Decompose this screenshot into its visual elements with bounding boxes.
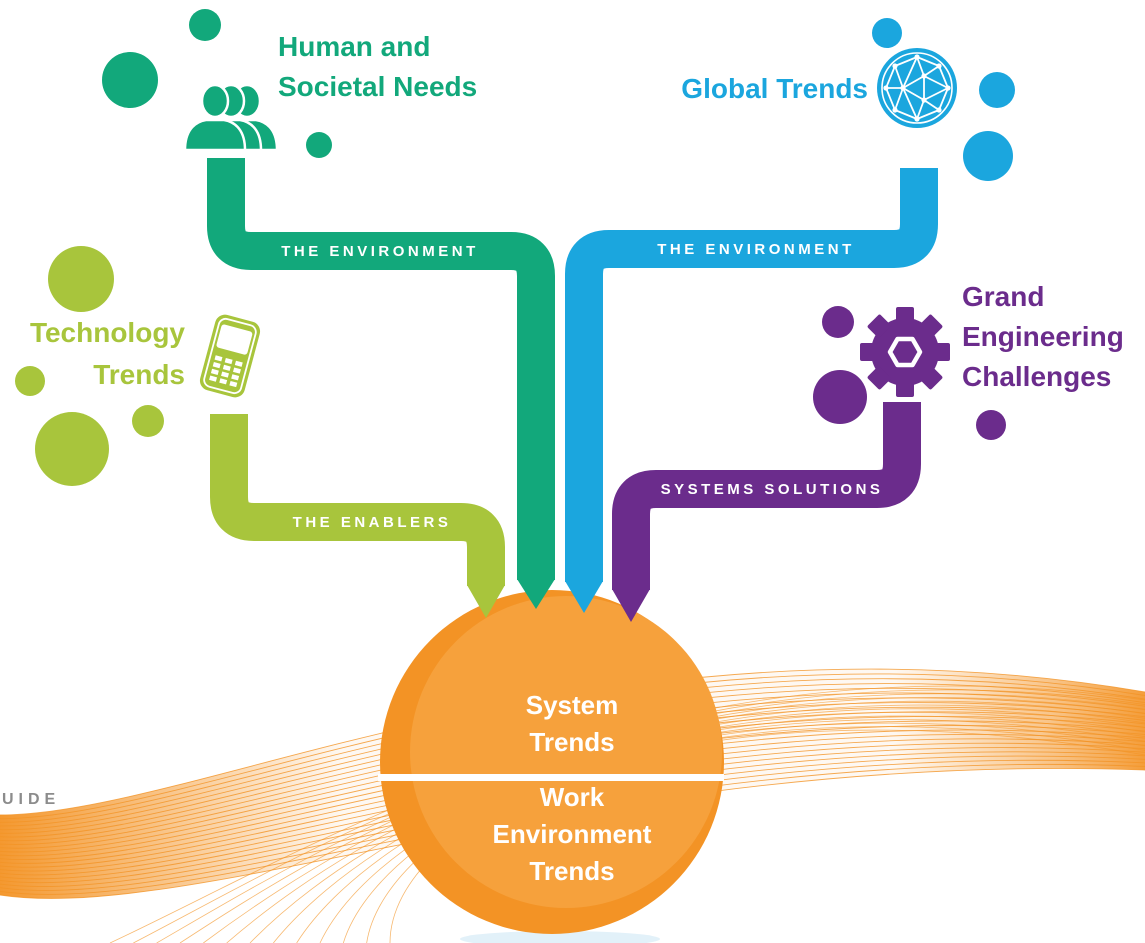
network-node: [945, 85, 951, 91]
network-node: [936, 63, 942, 69]
global-trends-flow-label: THE ENVIRONMENT: [657, 241, 855, 258]
gear-hexagon: [887, 336, 923, 368]
grand-challenges-flow-pipe: [612, 402, 921, 590]
technology-trends-dot: [132, 405, 164, 437]
center-circle-inner: [410, 596, 722, 908]
network-node: [900, 85, 906, 91]
global-trends-dots: [872, 18, 1015, 181]
gear-tooth: [867, 366, 891, 390]
gear-tooth: [867, 314, 891, 338]
person-silhouette-head: [200, 83, 230, 119]
globe-network-links: [886, 56, 949, 120]
circle-shadow-glow: [460, 931, 660, 943]
global-trends-dot: [872, 18, 902, 48]
technology-trends-dot: [15, 366, 45, 396]
grand-challenges-dots: [813, 306, 1006, 440]
network-node: [883, 85, 889, 91]
global-trends-dot: [979, 72, 1015, 108]
gear-tooth: [860, 343, 877, 361]
grand-challenges-title-line-2: Engineering: [962, 321, 1124, 352]
global-trends-flow-pipe: [565, 168, 938, 582]
grand-challenges-dot: [813, 370, 867, 424]
grand-challenges-title: Grand Engineering Challenges: [962, 281, 1124, 392]
globe-network-nodes: [883, 54, 951, 122]
technology-trends-dot: [35, 412, 109, 486]
human-needs-title-line-1: Human and: [278, 31, 430, 62]
grand-challenges-title-line-3: Challenges: [962, 361, 1111, 392]
network-node: [921, 73, 927, 79]
human-needs-flow: THE ENVIRONMENT: [207, 158, 555, 609]
work-environment-label-line-2: Environment: [493, 819, 652, 849]
network-node: [892, 63, 898, 69]
network-node: [892, 107, 898, 113]
technology-trends-dot: [48, 246, 114, 312]
person-silhouette-body: [183, 118, 247, 152]
margin-cropped-text: UIDE: [2, 791, 60, 808]
grand-challenges-title-line-1: Grand: [962, 281, 1044, 312]
technology-trends-flow-arrow: [467, 585, 505, 618]
phone-keypad: [209, 355, 243, 388]
grand-challenges-flow: SYSTEMS SOLUTIONS: [612, 402, 921, 622]
network-node: [921, 97, 927, 103]
mobile-phone-icon: [199, 314, 261, 398]
globe-rim: [881, 52, 953, 124]
global-trends-dot: [963, 131, 1013, 181]
technology-trends-title-line-2: Trends: [93, 359, 185, 390]
human-needs-dots: [102, 9, 332, 158]
phone-inner-outline: [203, 317, 257, 395]
human-needs-flow-label: THE ENVIRONMENT: [281, 243, 479, 260]
human-needs-flow-arrow: [517, 579, 555, 609]
center-divider: [378, 774, 724, 781]
phone-screen: [216, 324, 253, 355]
gear-tooth: [933, 343, 950, 361]
work-environment-label-line-3: Trends: [529, 856, 614, 886]
system-trends-label-line-2: Trends: [529, 727, 614, 757]
technology-trends-flow-pipe: [210, 414, 505, 586]
network-node: [914, 116, 920, 122]
network-node: [936, 107, 942, 113]
grand-challenges-flow-label: SYSTEMS SOLUTIONS: [661, 481, 884, 498]
network-node: [914, 54, 920, 60]
human-needs-title-line-2: Societal Needs: [278, 71, 477, 102]
people-icon: [183, 83, 279, 152]
grand-challenges-dot: [822, 306, 854, 338]
gear-body: [871, 318, 939, 386]
global-trends-title-line-1: Global Trends: [681, 73, 868, 104]
global-trends-flow-arrow: [565, 581, 603, 613]
global-trends-flow: THE ENVIRONMENT: [565, 168, 938, 613]
grand-challenges-dot: [976, 410, 1006, 440]
human-needs-dot: [189, 9, 221, 41]
human-needs-dot: [102, 52, 158, 108]
work-environment-label-line-1: Work: [540, 782, 605, 812]
technology-trends-dots: [15, 246, 164, 486]
technology-trends-flow-label: THE ENABLERS: [293, 514, 452, 531]
system-trends-circle: System Trends Work Environment Trends: [378, 590, 724, 934]
technology-trends-flow: THE ENABLERS: [210, 414, 505, 618]
human-needs-title: Human and Societal Needs: [278, 31, 477, 102]
gear-icon: [860, 307, 950, 397]
globe-network-icon: [877, 48, 957, 128]
technology-trends-title: Technology Trends: [30, 317, 185, 390]
grand-challenges-flow-arrow: [612, 589, 650, 622]
human-needs-flow-pipe: [207, 158, 555, 580]
gear-tooth: [919, 366, 943, 390]
human-needs-dot: [306, 132, 332, 158]
technology-trends-title-line-1: Technology: [30, 317, 185, 348]
gear-tooth: [896, 380, 914, 397]
gear-tooth: [896, 307, 914, 324]
system-trends-label-line-1: System: [526, 690, 619, 720]
global-trends-title: Global Trends: [681, 73, 868, 104]
gear-tooth: [919, 314, 943, 338]
